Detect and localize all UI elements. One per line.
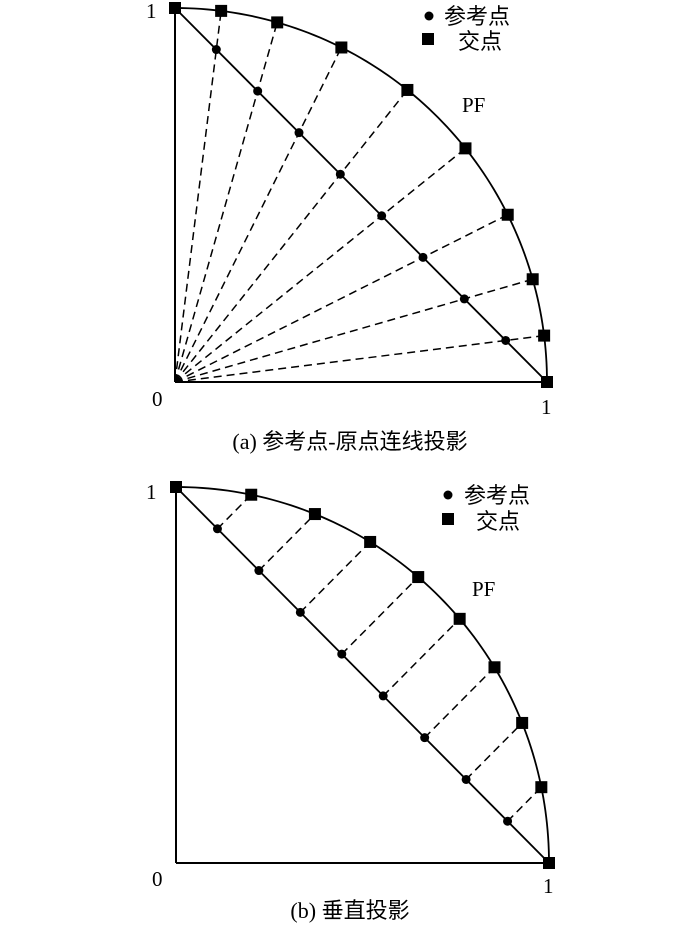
figure-b-perpendicular-projection: 0 1 1 PF 参考点 交点 (b) 垂直投影: [0, 470, 700, 937]
legend-reference-label: 参考点: [464, 483, 530, 508]
caption-b: (b) 垂直投影: [290, 898, 410, 923]
intersection-point: [412, 571, 425, 584]
legend: 参考点 交点: [422, 4, 510, 54]
legend: 参考点 交点: [442, 483, 530, 534]
intersection-point: [541, 376, 553, 388]
figure-a-radial-projection: 0 1 1 PF 参考点 交点 (a) 参考点-原点连线投影: [146, 0, 553, 454]
y-max-label: 1: [146, 0, 157, 23]
intersection-point: [453, 612, 466, 625]
intersection-point: [308, 508, 321, 521]
reference-point: [211, 45, 221, 55]
diagram-a: 0 1 1 PF 参考点 交点: [146, 0, 553, 419]
reference-point: [337, 649, 347, 659]
projection-line: [174, 10, 222, 383]
pf-curve-label: PF: [472, 577, 495, 601]
projection-line: [341, 576, 419, 655]
reference-point: [378, 691, 388, 701]
reference-point: [501, 335, 511, 345]
legend-intersection-marker: [442, 513, 454, 525]
legend-intersection-label: 交点: [476, 509, 520, 534]
reference-point: [295, 607, 305, 617]
reference-line: [175, 486, 550, 864]
x-max-label: 1: [543, 874, 554, 898]
intersection-point: [488, 661, 501, 674]
pf-curve-label: PF: [462, 93, 485, 117]
projection-line: [174, 147, 466, 383]
intersection-point: [169, 2, 181, 14]
reference-point: [459, 294, 469, 304]
reference-point: [461, 774, 471, 784]
reference-point: [335, 169, 345, 179]
intersection-point: [170, 481, 182, 493]
legend-reference-label: 参考点: [444, 4, 510, 29]
pf-curve: [175, 486, 550, 864]
legend-reference-marker: [424, 11, 434, 21]
projection-line: [174, 278, 533, 383]
projection-line: [382, 618, 461, 697]
intersection-point: [516, 716, 529, 729]
projection-line: [465, 722, 523, 780]
legend-intersection-marker: [422, 33, 434, 45]
caption-a: (a) 参考点-原点连线投影: [232, 429, 468, 454]
projection-line: [174, 214, 509, 383]
reference-point: [377, 211, 387, 221]
intersection-point: [215, 4, 228, 17]
intersection-point: [401, 83, 414, 96]
diagram-b: 0 1 1 PF 参考点 交点: [146, 480, 555, 898]
intersection-point: [538, 329, 551, 342]
intersection-point: [364, 535, 377, 548]
intersection-point: [526, 273, 539, 286]
reference-point: [212, 524, 222, 534]
reference-point: [420, 733, 430, 743]
legend-intersection-label: 交点: [458, 29, 502, 54]
projection-line: [174, 334, 545, 383]
reference-line: [174, 7, 548, 383]
reference-point: [254, 566, 264, 576]
projection-line: [174, 89, 408, 383]
projection-line: [258, 513, 316, 572]
intersection-point: [501, 208, 514, 221]
projection-line: [174, 22, 278, 383]
reference-point: [294, 128, 304, 138]
reference-point: [503, 816, 513, 826]
x-max-label: 1: [541, 395, 552, 419]
y-max-label: 1: [146, 480, 157, 504]
projection-line: [174, 47, 343, 383]
intersection-point: [271, 16, 284, 29]
intersection-point: [535, 781, 548, 794]
legend-reference-marker: [443, 490, 453, 500]
intersection-point: [459, 142, 472, 155]
reference-point: [418, 252, 428, 262]
projection-line: [299, 541, 371, 613]
intersection-point: [245, 488, 258, 501]
projection-line: [424, 666, 496, 739]
origin-label: 0: [152, 387, 163, 411]
reference-point: [253, 86, 263, 96]
origin-label: 0: [152, 867, 163, 891]
intersection-point: [335, 41, 348, 54]
intersection-point: [543, 857, 555, 869]
